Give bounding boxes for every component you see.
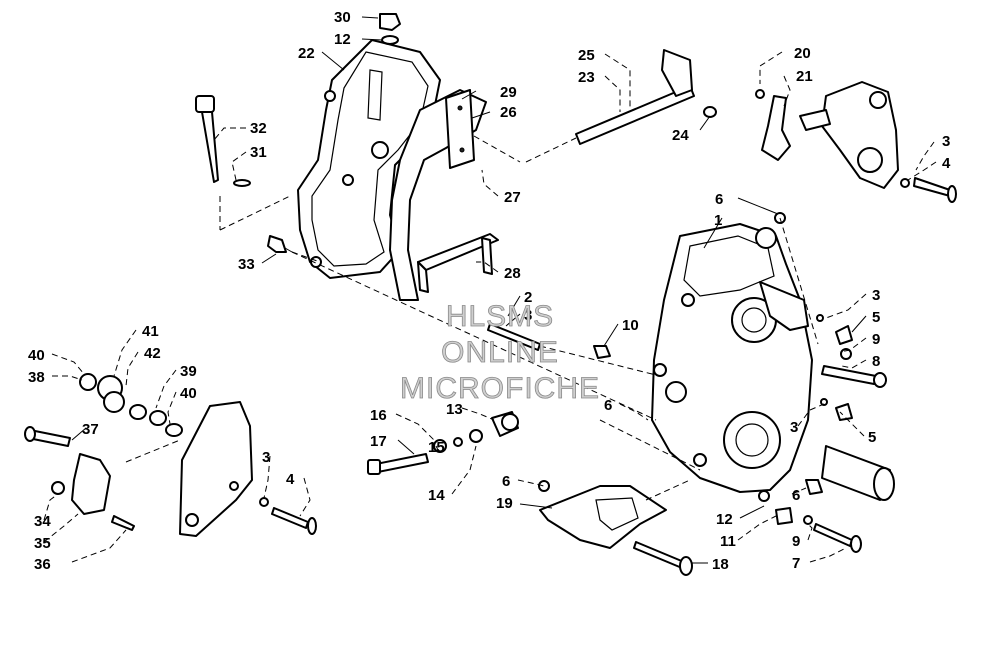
callout-34: 34 xyxy=(34,513,51,530)
callout-3: 3 xyxy=(524,307,532,324)
callout-3: 3 xyxy=(790,419,798,436)
shift-shaft-part-23 xyxy=(575,49,717,145)
nut-part-6-lower xyxy=(805,479,823,495)
callout-2: 2 xyxy=(524,289,532,306)
callout-9: 9 xyxy=(792,533,800,550)
stud-part-2 xyxy=(487,323,541,351)
main-case-part-1 xyxy=(651,212,813,493)
callout-20: 20 xyxy=(794,45,811,62)
callout-39: 39 xyxy=(180,363,197,380)
callout-3: 3 xyxy=(942,133,950,150)
callout-25: 25 xyxy=(578,47,595,64)
callout-33: 33 xyxy=(238,256,255,273)
bushing-part-13 xyxy=(491,411,519,437)
callout-26: 26 xyxy=(500,104,517,121)
callout-36: 36 xyxy=(34,556,51,573)
dipstick-part-32 xyxy=(195,95,251,187)
callout-27: 27 xyxy=(504,189,521,206)
cap-screw-part-30 xyxy=(379,13,401,45)
watermark: HLSMS ONLINE MICROFICHE xyxy=(400,300,600,406)
callout-42: 42 xyxy=(144,345,161,362)
callout-12: 12 xyxy=(334,31,351,48)
callout-40: 40 xyxy=(28,347,45,364)
callout-21: 21 xyxy=(796,68,813,85)
callout-32: 32 xyxy=(250,120,267,137)
callout-1: 1 xyxy=(714,212,722,229)
callout-6: 6 xyxy=(604,397,612,414)
bolt-part-5-upper xyxy=(816,314,853,345)
callout-10: 10 xyxy=(622,317,639,334)
bolt-part-18 xyxy=(633,541,693,576)
bolt-part-5-lower xyxy=(820,398,853,421)
callout-30: 30 xyxy=(334,9,351,26)
callout-40: 40 xyxy=(180,385,197,402)
callout-3: 3 xyxy=(872,287,880,304)
callout-19: 19 xyxy=(496,495,513,512)
watermark-line-2: ONLINE xyxy=(441,336,559,369)
bracket-part-28 xyxy=(417,233,499,293)
callout-38: 38 xyxy=(28,369,45,386)
callout-4: 4 xyxy=(286,471,295,488)
sleeve-part-42 xyxy=(129,404,183,437)
callout-5: 5 xyxy=(868,429,876,446)
callout-7: 7 xyxy=(792,555,800,572)
callout-13: 13 xyxy=(446,401,463,418)
callout-41: 41 xyxy=(142,323,159,340)
bolt-part-10 xyxy=(593,345,611,359)
callout-4: 4 xyxy=(942,155,951,172)
watermark-line-3: MICROFICHE xyxy=(400,372,600,405)
leader-lines xyxy=(43,16,937,564)
tensioner-arm-part-35 xyxy=(51,453,135,531)
shift-lever-part-21 xyxy=(755,89,791,161)
callout-labels: 30 12 22 25 23 20 21 32 31 29 26 24 3 4 … xyxy=(28,9,951,573)
callout-31: 31 xyxy=(250,144,267,161)
callout-16: 16 xyxy=(370,407,387,424)
bolt-part-17 xyxy=(367,453,429,475)
callout-23: 23 xyxy=(578,69,595,86)
bolt-part-4-top xyxy=(900,177,957,203)
side-cover-plate xyxy=(179,401,253,537)
callout-18: 18 xyxy=(712,556,729,573)
mount-bracket-part-19 xyxy=(538,480,667,549)
plate-part-29 xyxy=(445,89,475,169)
callout-6: 6 xyxy=(715,191,723,208)
callout-15: 15 xyxy=(428,439,445,456)
callout-29: 29 xyxy=(500,84,517,101)
fitting-lower-right xyxy=(821,445,895,501)
callout-8: 8 xyxy=(872,353,880,370)
callout-11: 11 xyxy=(720,533,736,550)
callout-14: 14 xyxy=(428,487,445,504)
gasket-plate xyxy=(389,89,487,301)
spacer-part-40-left xyxy=(79,373,97,391)
callout-28: 28 xyxy=(504,265,521,282)
callout-9: 9 xyxy=(872,331,880,348)
bolt-part-4-lower xyxy=(259,497,317,535)
bolt-part-7 xyxy=(758,490,862,553)
callout-5: 5 xyxy=(872,309,880,326)
callout-12: 12 xyxy=(716,511,733,528)
drive-cover-part-22 xyxy=(297,39,441,279)
bell-housing-part-20 xyxy=(799,81,899,189)
callout-6: 6 xyxy=(502,473,510,490)
callout-37: 37 xyxy=(82,421,99,438)
callout-17: 17 xyxy=(370,433,387,450)
callout-24: 24 xyxy=(672,127,689,144)
bolt-part-33 xyxy=(267,235,293,253)
watermark-line-1: HLSMS xyxy=(446,300,554,333)
callout-6: 6 xyxy=(792,487,800,504)
bushing-part-41 xyxy=(97,375,125,413)
callout-22: 22 xyxy=(298,45,315,62)
callout-35: 35 xyxy=(34,535,51,552)
stud-part-8 xyxy=(821,348,887,388)
callout-3: 3 xyxy=(262,449,270,466)
bolt-part-37 xyxy=(24,426,71,447)
